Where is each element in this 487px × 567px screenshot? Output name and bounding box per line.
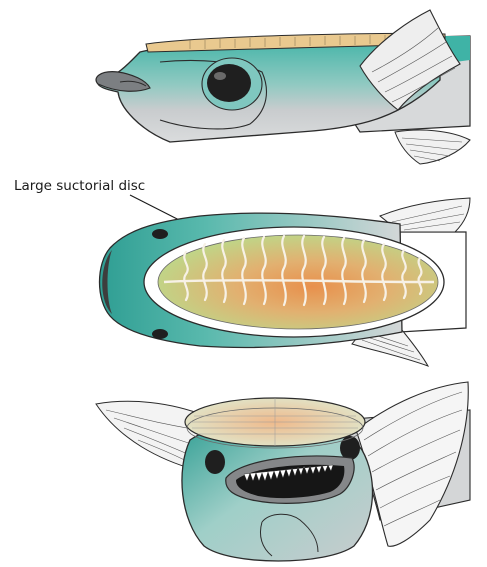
front-view-right-fin — [356, 382, 468, 546]
side-view — [96, 10, 470, 164]
top-view-eye-lower — [152, 329, 168, 339]
front-view-eye-right — [340, 436, 360, 460]
front-view-eye-left — [205, 450, 225, 474]
top-view-eye-upper — [152, 229, 168, 239]
callout-label: Large suctorial disc — [14, 178, 145, 194]
side-view-eye — [207, 64, 251, 102]
front-view — [96, 382, 470, 561]
top-view — [100, 198, 471, 366]
